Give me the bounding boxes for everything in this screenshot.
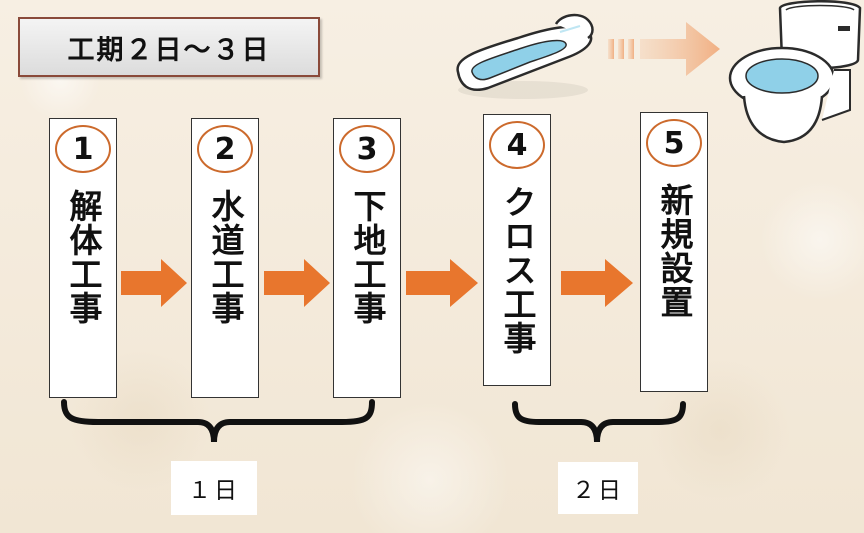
step-label-4: クロス工事 <box>498 185 537 355</box>
step-number-1: 1 <box>55 125 111 173</box>
step-2: 2 水道工事 <box>191 118 259 398</box>
flow-arrow-2-3 <box>264 259 330 307</box>
step-4: 4 クロス工事 <box>483 114 551 386</box>
flow-arrow-1-2 <box>121 259 187 307</box>
step-label-1: 解体工事 <box>64 189 103 325</box>
step-label-3: 下地工事 <box>348 189 387 325</box>
step-number-5: 5 <box>646 119 702 167</box>
step-number-4: 4 <box>489 121 545 169</box>
step-label-5: 新規設置 <box>655 183 694 319</box>
step-number-2: 2 <box>197 125 253 173</box>
squat-toilet-icon <box>456 13 594 99</box>
step-number-3: 3 <box>339 125 395 173</box>
flow-arrow-4-5 <box>561 259 633 307</box>
right-arrow-icon <box>608 22 720 76</box>
step-5: 5 新規設置 <box>640 112 708 392</box>
step-label-2: 水道工事 <box>206 189 245 325</box>
step-3: 3 下地工事 <box>333 118 401 398</box>
western-toilet-icon <box>728 0 862 144</box>
brace-day-2 <box>512 401 686 443</box>
duration-label-2: ２日 <box>558 462 638 514</box>
brace-day-1 <box>61 399 375 443</box>
step-1: 1 解体工事 <box>49 118 117 398</box>
flow-arrow-3-4 <box>406 259 478 307</box>
page-title: 工期２日〜３日 <box>18 17 320 77</box>
duration-label-1: １日 <box>171 461 257 515</box>
